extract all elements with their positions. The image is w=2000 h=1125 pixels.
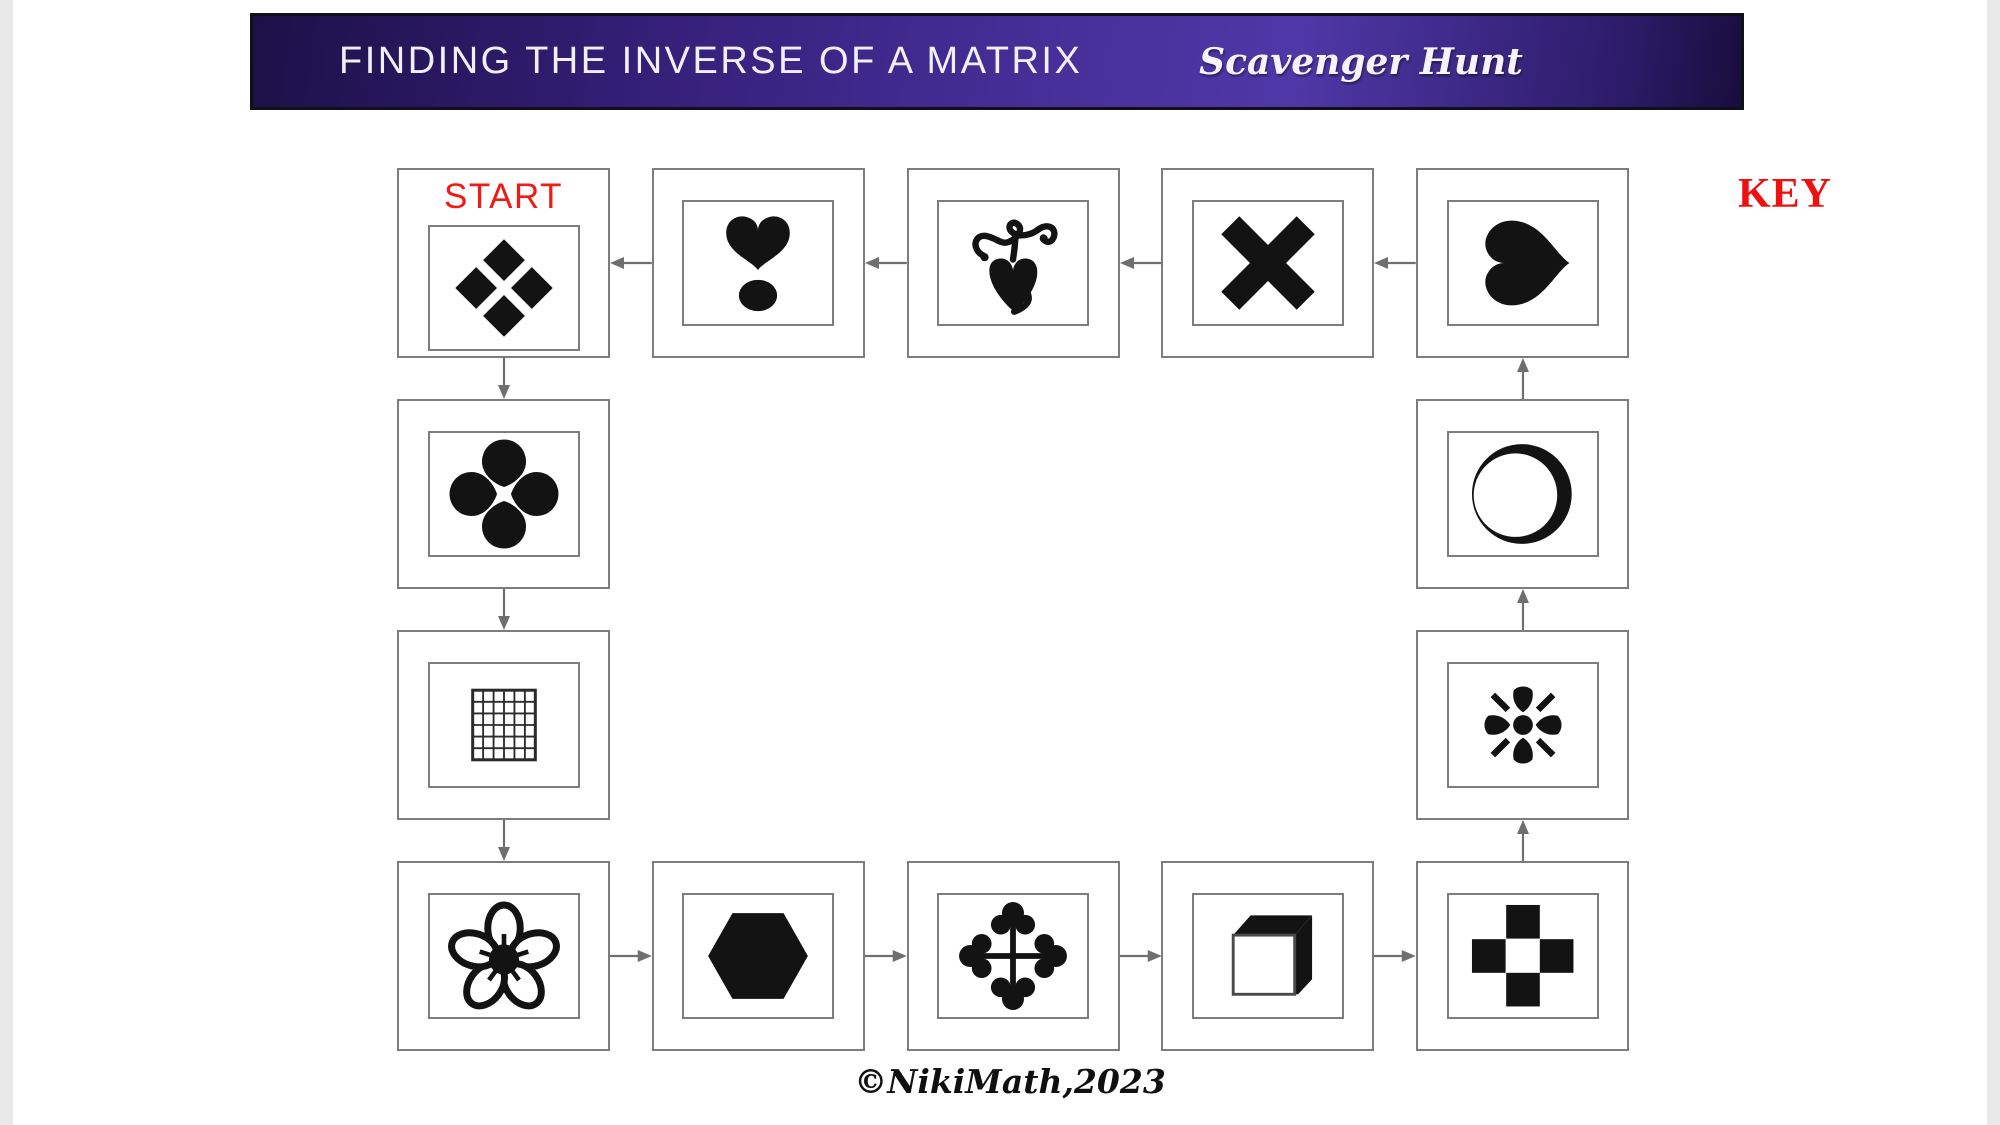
card-symbol-box: [1446, 893, 1599, 1019]
cube-3d-icon: [1199, 898, 1337, 1014]
diamonds-four-icon: [435, 230, 573, 346]
brush-x-icon: [1199, 205, 1337, 321]
path-arrow-up: [1514, 589, 1532, 630]
card-symbol-box: [427, 225, 580, 351]
card-snowflake-flower: [1416, 630, 1629, 820]
path-arrow-left: [1119, 254, 1162, 272]
cross-bottony-icon: [944, 898, 1082, 1014]
snowflake-flower-icon: [1454, 667, 1592, 783]
circle-crescent-icon: [1454, 436, 1592, 552]
card-symbol-box: [427, 431, 580, 557]
page-subtitle: Scavenger Hunt: [1199, 40, 1523, 83]
hexagon-icon: [689, 898, 827, 1014]
card-symbol-box: [937, 200, 1089, 326]
page-edge-right: [1987, 0, 2000, 1125]
plus-squares-icon: [1454, 898, 1592, 1014]
card-brush-x: [1161, 168, 1375, 358]
path-arrow-right: [1119, 947, 1162, 965]
path-arrow-down: [495, 589, 513, 630]
path-arrow-left: [1374, 254, 1416, 272]
path-arrow-up: [1514, 358, 1532, 399]
path-arrow-right: [864, 947, 907, 965]
page-title: FINDING THE INVERSE OF A MATRIX: [339, 40, 1083, 82]
grid-icon: [435, 667, 573, 783]
card-flower-five: [397, 861, 610, 1051]
card-heart-right: [1416, 168, 1629, 358]
card-symbol-box: [1446, 662, 1599, 788]
card-cross-bottony: [906, 861, 1120, 1051]
card-symbol-box: [427, 662, 580, 788]
card-symbol-box: [1446, 431, 1599, 557]
path-arrow-up: [1514, 820, 1532, 861]
heart-exclam-icon: [689, 205, 827, 321]
card-floral-heart: [906, 168, 1120, 358]
floral-heart-icon: [944, 205, 1082, 321]
card-heart-exclam: [651, 168, 865, 358]
card-symbol-box: [682, 893, 835, 1019]
card-symbol-box: [1446, 200, 1599, 326]
path-arrow-left: [864, 254, 907, 272]
card-hexagon: [651, 861, 865, 1051]
flower-five-icon: [435, 898, 573, 1014]
path-arrow-right: [610, 947, 652, 965]
card-symbol-box: [427, 893, 580, 1019]
card-quatrefoil: [397, 399, 610, 589]
path-arrow-down: [495, 820, 513, 861]
title-banner: FINDING THE INVERSE OF A MATRIX Scavenge…: [250, 13, 1744, 110]
path-arrow-right: [1374, 947, 1416, 965]
card-symbol-box: [937, 893, 1089, 1019]
card-symbol-box: [1191, 200, 1344, 326]
key-label: KEY: [1738, 171, 1833, 217]
path-arrow-left: [610, 254, 652, 272]
card-plus-squares: [1416, 861, 1629, 1051]
card-grid: [397, 630, 610, 820]
card-diamonds-four: START: [397, 168, 610, 358]
quatrefoil-icon: [435, 436, 573, 552]
heart-right-icon: [1454, 205, 1592, 321]
card-cube-3d: [1161, 861, 1375, 1051]
card-circle-crescent: [1416, 399, 1629, 589]
copyright-text: ©NikiMath,2023: [854, 1062, 1166, 1101]
start-label: START: [444, 177, 563, 216]
path-arrow-down: [495, 358, 513, 399]
page-edge-left: [0, 0, 13, 1125]
card-symbol-box: [1191, 893, 1344, 1019]
card-symbol-box: [682, 200, 835, 326]
